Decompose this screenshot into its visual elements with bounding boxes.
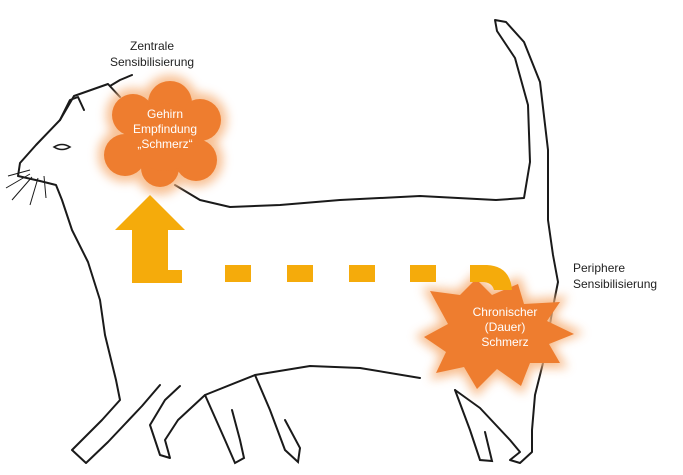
brain-bubble-text: Gehirn Empfindung „Schmerz“ bbox=[115, 107, 215, 152]
central-label-line1: Zentrale bbox=[110, 38, 194, 54]
peripheral-label-line2: Sensibilisierung bbox=[573, 276, 657, 292]
cat-legs bbox=[205, 375, 492, 463]
central-label-line2: Sensibilisierung bbox=[110, 54, 194, 70]
cat-whiskers bbox=[6, 170, 46, 205]
cat-outline bbox=[18, 20, 558, 463]
pain-burst-line3: Schmerz bbox=[455, 335, 555, 350]
central-sensitization-label: Zentrale Sensibilisierung bbox=[110, 38, 194, 70]
peripheral-label-line1: Periphere bbox=[573, 260, 657, 276]
brain-bubble-line1: Gehirn bbox=[115, 107, 215, 122]
pain-burst-text: Chronischer (Dauer) Schmerz bbox=[455, 305, 555, 350]
pain-burst-line1: Chronischer bbox=[455, 305, 555, 320]
cat-eye bbox=[54, 145, 70, 150]
brain-bubble-line3: „Schmerz“ bbox=[115, 137, 215, 152]
signal-arrow bbox=[115, 195, 512, 290]
pain-burst-line2: (Dauer) bbox=[455, 320, 555, 335]
peripheral-sensitization-label: Periphere Sensibilisierung bbox=[573, 260, 657, 292]
brain-bubble-line2: Empfindung bbox=[115, 122, 215, 137]
